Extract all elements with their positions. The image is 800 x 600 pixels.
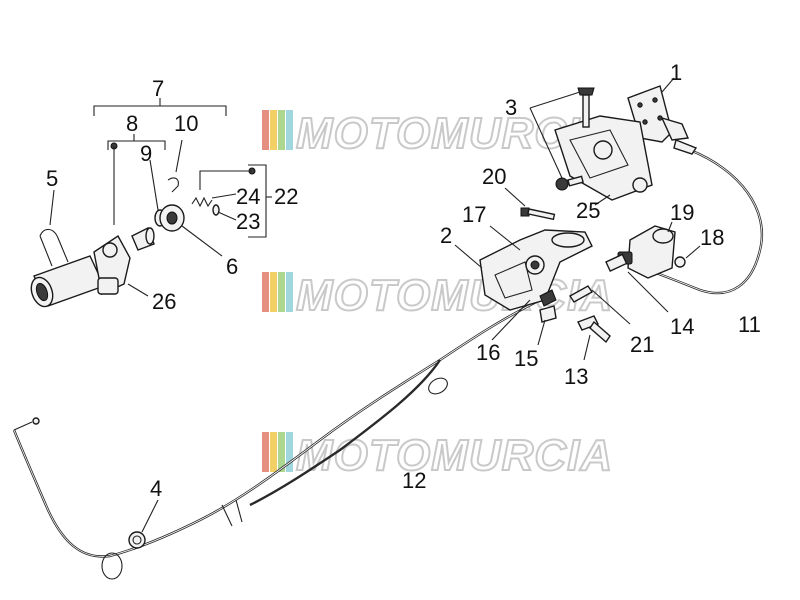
part-24-spring — [191, 193, 237, 208]
part-20-bolt — [504, 187, 556, 221]
watermark-stripe — [286, 432, 293, 472]
callout-16: 16 — [476, 340, 500, 365]
callout-14: 14 — [670, 314, 694, 339]
callout-6: 6 — [226, 254, 238, 279]
callout-18: 18 — [700, 225, 724, 250]
watermark-text: MOTOMURCIA — [296, 271, 613, 320]
watermark-stripe — [286, 272, 293, 312]
callout-1: 1 — [670, 60, 682, 85]
cable-11 — [624, 148, 764, 295]
watermark-stripe — [262, 272, 269, 312]
part-18-nut — [674, 245, 701, 268]
part-23-ring — [212, 204, 237, 221]
callout-8: 8 — [126, 111, 138, 136]
callout-2: 2 — [440, 223, 452, 248]
callout-22: 22 — [274, 184, 298, 209]
part-19-actuator — [617, 221, 676, 279]
callout-15: 15 — [514, 346, 538, 371]
callout-12: 12 — [402, 468, 426, 493]
part-8-barrel — [131, 227, 155, 251]
callout-5: 5 — [46, 166, 58, 191]
watermark-stripe — [278, 432, 285, 472]
watermark-stripe — [262, 432, 269, 472]
watermark-stripe — [270, 110, 277, 150]
callout-20: 20 — [482, 164, 506, 189]
callout-4: 4 — [150, 476, 162, 501]
cable-12 — [12, 298, 541, 580]
group-bracket-22 — [199, 164, 272, 238]
watermark-bottom: MOTOMURCIA — [262, 430, 613, 481]
callout-3: 3 — [505, 95, 517, 120]
watermark-stripe — [270, 272, 277, 312]
part-13-adjuster — [577, 315, 611, 361]
callout-13: 13 — [564, 364, 588, 389]
part-6-cam — [159, 204, 223, 257]
callout-26: 26 — [152, 289, 176, 314]
callout-21: 21 — [630, 332, 654, 357]
callout-17: 17 — [462, 202, 486, 227]
part-4-clamp — [128, 499, 159, 549]
part-21-cable-end — [568, 285, 631, 325]
callout-10: 10 — [174, 111, 198, 136]
group-bracket-7 — [93, 98, 227, 116]
watermark-text: MOTOMURCIA — [296, 431, 613, 480]
part-15-clip — [491, 289, 557, 346]
callout-11: 11 — [738, 312, 761, 337]
part-3-screw — [529, 87, 595, 191]
watermark-text: MOTOMURCIA — [296, 109, 613, 158]
part-5-spring-clip — [39, 189, 69, 267]
callout-19: 19 — [670, 200, 694, 225]
watermark-stripe — [262, 110, 269, 150]
callout-24: 24 — [236, 184, 260, 209]
part-14-connector — [605, 253, 669, 313]
watermark-stripe — [286, 110, 293, 150]
watermark-top: MOTOMURCIA — [262, 108, 613, 159]
callout-labels: 1 2 3 4 5 6 7 8 9 10 11 12 13 14 15 16 1… — [46, 60, 761, 501]
callout-7: 7 — [152, 76, 164, 101]
part-26-lock-housing — [30, 234, 149, 308]
watermark-middle: MOTOMURCIA — [262, 270, 613, 321]
callout-9: 9 — [140, 141, 152, 166]
watermark-stripe — [278, 110, 285, 150]
part-10-clip — [167, 139, 183, 193]
callout-25: 25 — [576, 198, 600, 223]
part-17-lock-body — [454, 225, 593, 311]
group-bracket-8 — [107, 134, 166, 225]
watermark-stripe — [278, 272, 285, 312]
watermark-stripe — [270, 432, 277, 472]
callout-23: 23 — [236, 209, 260, 234]
part-25-bracket — [554, 115, 653, 206]
